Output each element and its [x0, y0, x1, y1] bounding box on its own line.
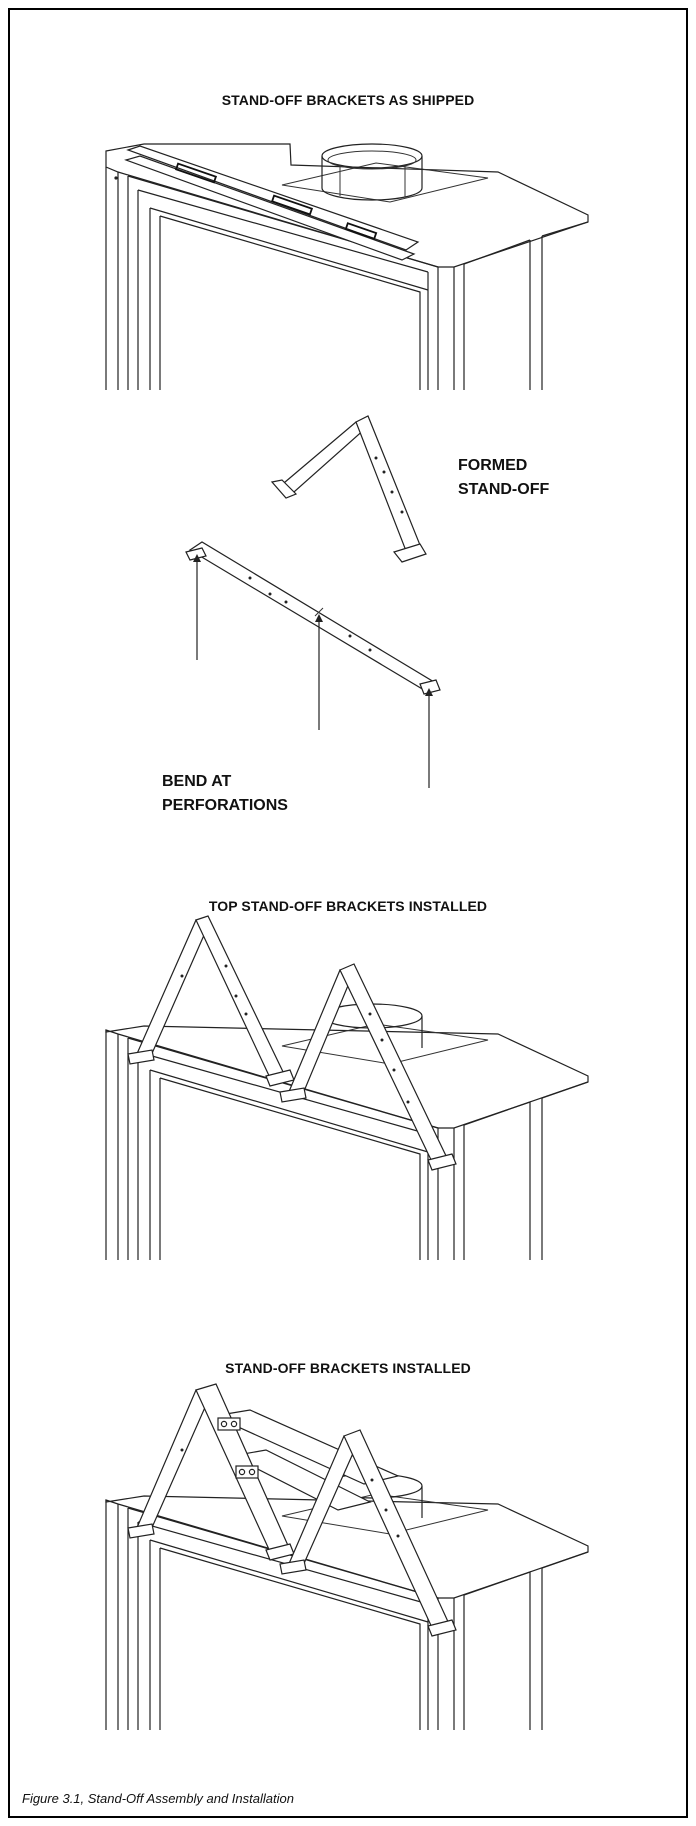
- fireplace-shipped: [105, 143, 589, 390]
- formed-standoff-left-leg: [276, 421, 368, 493]
- glass-top-edge: [149, 207, 429, 291]
- formed-standoff-label-line2: STAND-OFF: [458, 481, 550, 498]
- formed-standoff-label: FORMED STAND-OFF: [458, 454, 549, 502]
- drawings: [105, 143, 589, 1730]
- bend-perforations-label: BEND AT PERFORATIONS: [162, 770, 288, 818]
- cross-member-top: [211, 1409, 400, 1485]
- bend-perforations-label-line1: BEND AT: [162, 773, 232, 790]
- figure-frame: STAND-OFF BRACKETS AS SHIPPED FORMED STA…: [8, 8, 688, 1818]
- fireplace-installed: [105, 1383, 589, 1730]
- formed-standoff: [270, 415, 427, 563]
- cross-member-lower: [230, 1449, 372, 1511]
- figure-caption: Figure 3.1, Stand-Off Assembly and Insta…: [22, 1791, 294, 1806]
- front-top-edge: [127, 175, 439, 390]
- top-installed-title: TOP STAND-OFF BRACKETS INSTALLED: [208, 898, 488, 914]
- bend-perforations-label-line2: PERFORATIONS: [162, 797, 288, 814]
- shipped-title: STAND-OFF BRACKETS AS SHIPPED: [221, 92, 475, 108]
- standoff-a-left-leg: [135, 919, 209, 1059]
- standoff-b-left-leg: [287, 969, 353, 1097]
- installed-title: STAND-OFF BRACKETS INSTALLED: [225, 1360, 471, 1376]
- standoff-a-right-leg: [195, 915, 287, 1083]
- collar-plate: [281, 162, 489, 203]
- formed-standoff-label-line1: FORMED: [458, 457, 528, 474]
- flat-bracket: [185, 541, 441, 788]
- fireplace-top-installed: [105, 915, 589, 1260]
- flat-bracket-strip: [188, 541, 436, 691]
- formed-standoff-right-leg: [355, 415, 423, 557]
- fireplace-top: [105, 143, 589, 268]
